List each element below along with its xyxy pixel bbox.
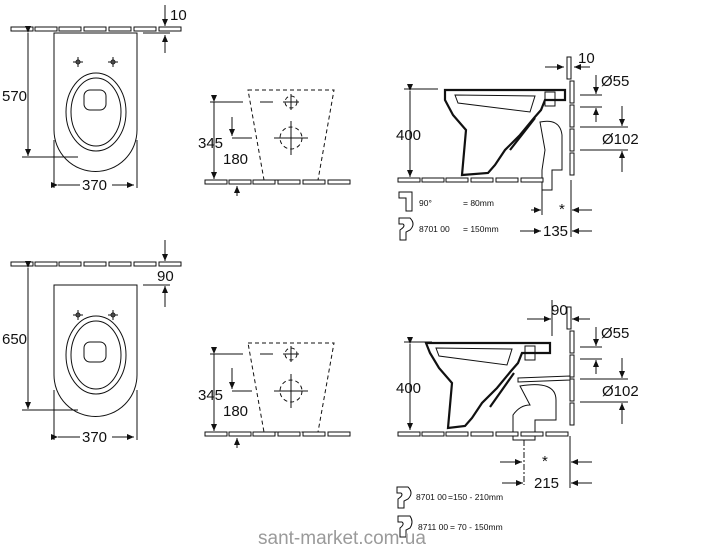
upper-height-label: 345 (198, 387, 223, 404)
lower-height-label: 180 (223, 151, 248, 168)
side-view-short: 400 10 Ø55 Ø102 * 135 90° = 80mm 8701 00… (396, 50, 639, 241)
back-view-short: 345 180 (198, 89, 351, 196)
wall-tiles (10, 26, 182, 32)
wall-gap-label: 90 (157, 268, 174, 285)
inlet-diameter-label: Ø55 (601, 73, 629, 90)
height-label: 400 (396, 380, 421, 397)
watermark: sant-market.com.ua (258, 528, 426, 548)
top-view-long: 650 370 90 (2, 240, 182, 446)
length-label: 570 (2, 88, 27, 105)
outlet-diameter-label: Ø102 (602, 383, 639, 400)
wall (566, 56, 575, 176)
fitting-code: 8701 00 (419, 224, 450, 234)
fitting-code: 8701 00 (416, 492, 447, 502)
width-label: 370 (82, 429, 107, 446)
fitting-value: =150 - 210mm (448, 492, 503, 502)
fitting-offset-icon (398, 217, 414, 241)
width-label: 370 (82, 177, 107, 194)
mounting-hole-icon (108, 310, 118, 320)
bowl-outline (53, 32, 138, 172)
fitting-code: 8711 00 (418, 522, 448, 532)
offset-label: 215 (534, 475, 559, 492)
seat-outer (65, 72, 127, 152)
asterisk-label: * (559, 201, 565, 218)
lower-height-label: 180 (223, 403, 248, 420)
fitting-value: = 150mm (463, 224, 499, 234)
inlet-diameter-label: Ø55 (601, 325, 629, 342)
seat-inner (70, 77, 122, 147)
upper-height-label: 345 (198, 135, 223, 152)
height-label: 400 (396, 127, 421, 144)
length-label: 650 (2, 331, 27, 348)
mounting-hole-icon (73, 310, 83, 320)
seat-inner (70, 320, 122, 390)
flush-rim (83, 341, 107, 363)
outlet-diameter-label: Ø102 (602, 131, 639, 148)
fitting-value: = 80mm (463, 198, 494, 208)
fitting-offset-icon (396, 486, 412, 509)
fitting-90-icon (398, 191, 413, 212)
fitting-offset-icon (397, 515, 413, 538)
wall-gap-label: 10 (578, 50, 595, 67)
asterisk-label: * (542, 453, 548, 470)
mounting-hole-icon (108, 57, 118, 67)
mounting-hole-icon (73, 57, 83, 67)
wall-gap-label: 10 (170, 7, 187, 24)
bowl-outline (53, 284, 138, 417)
offset-label: 135 (543, 223, 568, 240)
flush-rim (83, 89, 107, 111)
back-view-long: 345 180 (198, 342, 351, 448)
fitting-code: 90° (419, 198, 432, 208)
seat-outer (65, 315, 127, 395)
fitting-value: = 70 - 150mm (450, 522, 503, 532)
top-view-short: 570 370 10 (2, 5, 187, 194)
wall-gap-label: 90 (551, 302, 568, 319)
side-view-long: 400 90 Ø55 Ø102 * 215 8701 00 =150 - 210… (396, 300, 639, 538)
